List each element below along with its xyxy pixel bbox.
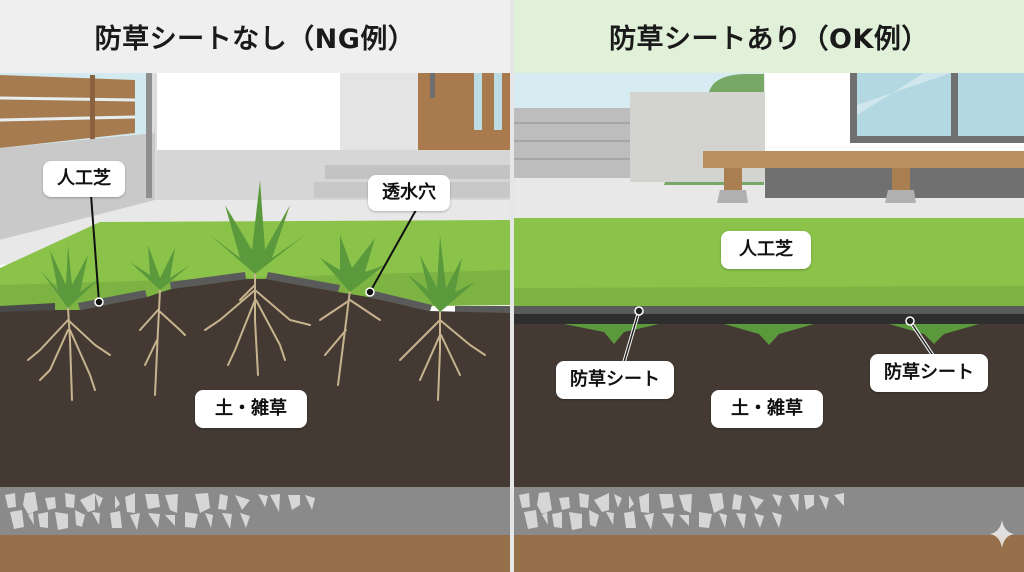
label-turf-ok: 人工芝 [721,231,811,269]
panel-header-ok: 防草シートあり（OK例） [514,0,1024,73]
panel-title-ok: 防草シートあり（OK例） [609,24,929,55]
label-turf-ng: 人工芝 [43,161,125,197]
weed-roots [27,271,486,401]
weed-leaves [40,180,475,312]
label-drain-hole: 透水穴 [368,175,450,211]
gravel-ng [0,487,510,535]
illustration-ng [0,73,510,572]
panel-header-ng: 防草シートなし（NG例） [0,0,510,73]
illustration-ok [514,73,1024,572]
weed-sheet [514,306,1024,314]
gravel-ok [514,487,1024,535]
soil-ng [0,279,510,487]
panel-ok: 防草シートあり（OK例） [514,0,1024,572]
scene-ng: 人工芝 透水穴 土・雑草 [0,73,510,572]
label-weed-sheet-right: 防草シート [870,354,988,392]
scene-ok: 人工芝 防草シート 防草シート 土・雑草 [514,73,1024,572]
subsoil-ng [0,535,510,572]
label-soil-weeds-ok: 土・雑草 [711,390,823,428]
panel-divider [510,0,514,572]
sparkle-icon [990,520,1014,548]
fence [0,75,135,148]
label-weed-sheet-left: 防草シート [556,361,674,399]
panel-ng: 防草シートなし（NG例） [0,0,510,572]
subsoil-ok [514,535,1024,572]
panel-title-ng: 防草シートなし（NG例） [94,24,416,55]
label-soil-weeds-ng: 土・雑草 [195,390,307,428]
